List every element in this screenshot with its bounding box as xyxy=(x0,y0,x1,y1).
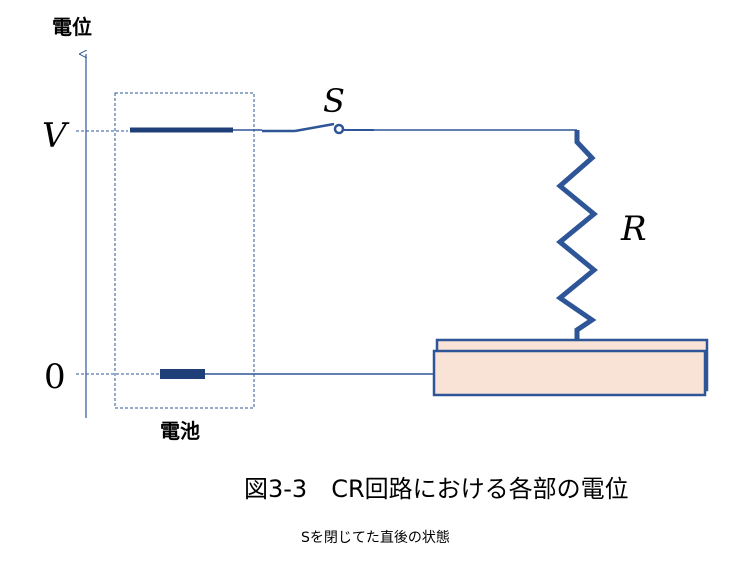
figure-caption: 図3-3 CR回路における各部の電位 xyxy=(244,475,629,503)
axis-label: 電位 xyxy=(52,15,92,39)
resistor-zigzag xyxy=(555,130,598,342)
tick-v-label: V xyxy=(42,116,70,156)
figure-subcaption: Sを閉じてた直後の状態 xyxy=(301,529,450,546)
capacitor-bottom-plate xyxy=(432,349,707,397)
battery-label: 電池 xyxy=(160,419,200,443)
battery-box xyxy=(114,92,255,409)
switch-label: S xyxy=(323,82,345,120)
resistor-label: R xyxy=(620,209,647,249)
switch-lever xyxy=(294,122,335,133)
switch-contact xyxy=(333,123,345,135)
tick-zero-label: 0 xyxy=(44,357,66,397)
